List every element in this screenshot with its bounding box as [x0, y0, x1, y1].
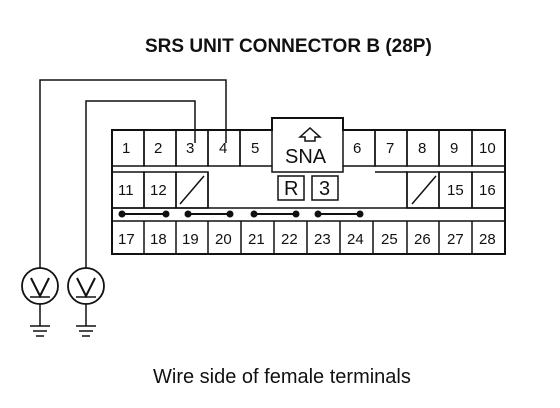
- pin-11: 11: [118, 182, 134, 199]
- pin-12: 12: [150, 182, 167, 199]
- pin-16: 16: [479, 182, 496, 199]
- pin-8: 8: [418, 140, 426, 157]
- pin-26: 26: [414, 231, 431, 248]
- pin-24: 24: [347, 231, 364, 248]
- voltmeter-icon: [67, 267, 105, 305]
- marker-3-box: [311, 175, 339, 201]
- pin-22: 22: [281, 231, 298, 248]
- pin-10: 10: [479, 140, 496, 157]
- voltmeter-2: [67, 267, 105, 337]
- row-1-left: [111, 129, 273, 167]
- row-1-right: [342, 129, 506, 167]
- probe-wire-terminal-4: [39, 79, 227, 268]
- shorting-bars: [118, 210, 364, 218]
- key-divider: [271, 166, 344, 173]
- voltmeter-1: [21, 267, 59, 337]
- probe-wire-terminal-3: [85, 100, 196, 268]
- pin-20: 20: [215, 231, 232, 248]
- pin-19: 19: [182, 231, 199, 248]
- pin-28: 28: [479, 231, 496, 248]
- marker-3: 3: [319, 178, 330, 200]
- key-label: SNA: [285, 146, 327, 168]
- marker-r: R: [284, 178, 298, 200]
- pin-3: 3: [186, 140, 194, 157]
- pin-17: 17: [118, 231, 135, 248]
- pin-23: 23: [314, 231, 331, 248]
- pin-2: 2: [154, 140, 162, 157]
- pin-1: 1: [122, 140, 130, 157]
- diagram-title: SRS UNIT CONNECTOR B (28P): [145, 36, 432, 57]
- pin-4: 4: [219, 140, 227, 157]
- diagram-caption: Wire side of female terminals: [153, 366, 411, 388]
- pin-27: 27: [447, 231, 464, 248]
- pin-5: 5: [251, 140, 259, 157]
- row-3: [143, 221, 473, 254]
- marker-r-box: [277, 175, 305, 201]
- pin-9: 9: [450, 140, 458, 157]
- pin-25: 25: [381, 231, 398, 248]
- pin-7: 7: [386, 140, 394, 157]
- key-arrow-icon: [298, 126, 322, 142]
- pin-18: 18: [150, 231, 167, 248]
- voltmeter-icon: [21, 267, 59, 305]
- pin-6: 6: [353, 140, 361, 157]
- pin-21: 21: [248, 231, 265, 248]
- pin-15: 15: [447, 182, 464, 199]
